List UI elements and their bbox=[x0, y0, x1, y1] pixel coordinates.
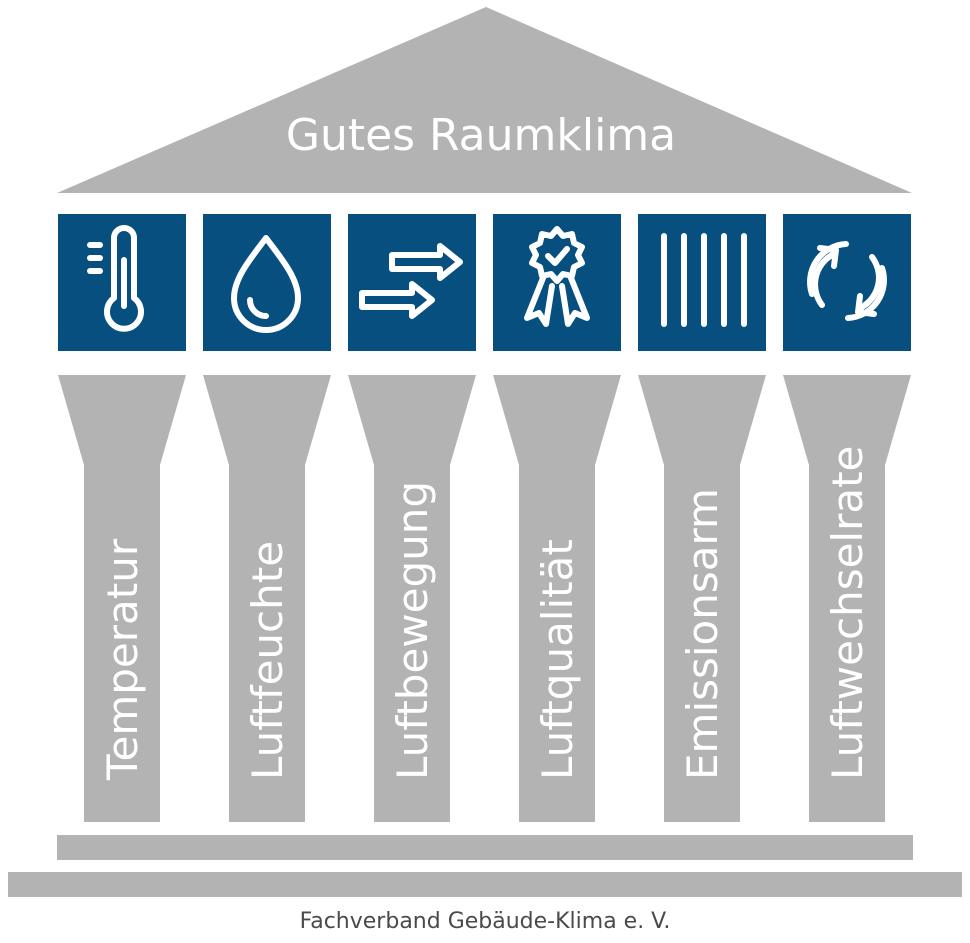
columns bbox=[58, 375, 911, 822]
exchange-arrows-icon bbox=[807, 241, 887, 321]
roof-title: Gutes Raumklima bbox=[286, 110, 676, 161]
pillar-label-luftwechselrate: Luftwechselrate bbox=[823, 446, 872, 780]
pillar-label-temperatur: Temperatur bbox=[98, 538, 147, 781]
base-step-lower bbox=[8, 872, 962, 897]
pillar-label-luftqualitaet: Luftqualität bbox=[533, 539, 582, 780]
thermometer-icon bbox=[87, 225, 144, 332]
pillar-label-luftbewegung: Luftbewegung bbox=[388, 481, 437, 780]
pillar-label-luftfeuchte: Luftfeuchte bbox=[243, 541, 292, 780]
footer-credit: Fachverband Gebäude-Klima e. V. bbox=[300, 909, 671, 934]
quality-badge-icon bbox=[524, 226, 590, 327]
roof bbox=[57, 7, 912, 193]
column-luftqualitaet bbox=[493, 375, 621, 822]
icon-row bbox=[58, 214, 911, 351]
airflow-arrows-icon bbox=[359, 243, 463, 319]
column-temperatur bbox=[58, 375, 186, 822]
water-drop-icon bbox=[231, 235, 301, 333]
base-step-upper bbox=[57, 835, 913, 860]
column-luftbewegung bbox=[348, 375, 476, 822]
icon-box-luftwechselrate bbox=[783, 214, 911, 351]
column-luftwechselrate bbox=[783, 375, 911, 822]
column-emissionsarm bbox=[638, 375, 766, 822]
vertical-lines-icon bbox=[661, 233, 747, 327]
pillar-label-emissionsarm: Emissionsarm bbox=[678, 488, 727, 780]
column-luftfeuchte bbox=[203, 375, 331, 822]
